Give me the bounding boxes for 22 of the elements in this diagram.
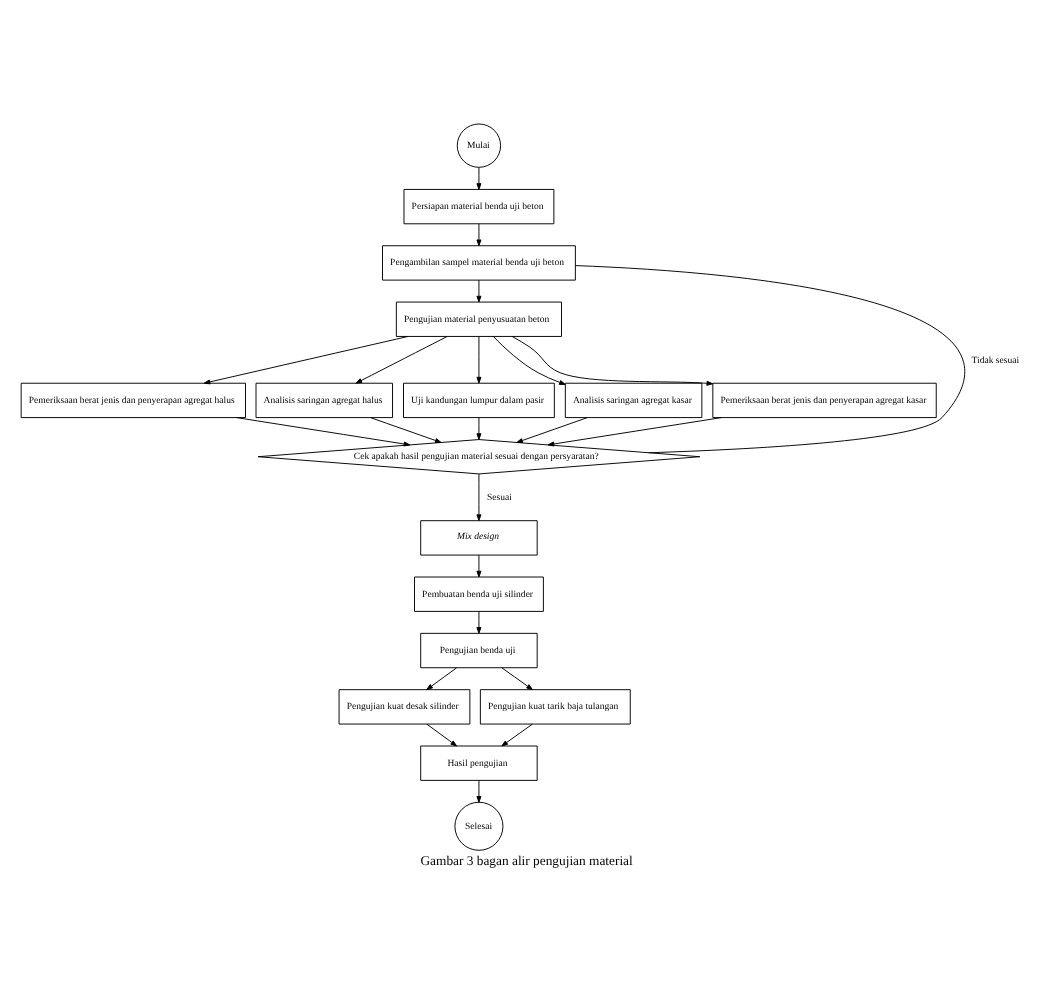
arrow xyxy=(426,667,458,691)
arrow xyxy=(476,554,482,578)
arrow xyxy=(236,417,411,447)
arrow xyxy=(493,336,566,385)
connector xyxy=(575,265,965,454)
arrow xyxy=(426,723,458,747)
arrow xyxy=(476,223,482,247)
arrow xyxy=(501,723,533,747)
arrow xyxy=(476,611,482,634)
arrow xyxy=(476,417,482,440)
arrow xyxy=(476,279,482,303)
arrow xyxy=(547,417,722,447)
arrow xyxy=(501,667,533,691)
arrow xyxy=(516,417,588,443)
arrow xyxy=(476,167,482,190)
arrow xyxy=(355,336,448,384)
arrow xyxy=(476,473,482,521)
arrow xyxy=(476,780,482,803)
arrow xyxy=(370,417,442,443)
arrow xyxy=(203,336,409,385)
arrow xyxy=(476,336,482,384)
arrow xyxy=(511,336,714,386)
